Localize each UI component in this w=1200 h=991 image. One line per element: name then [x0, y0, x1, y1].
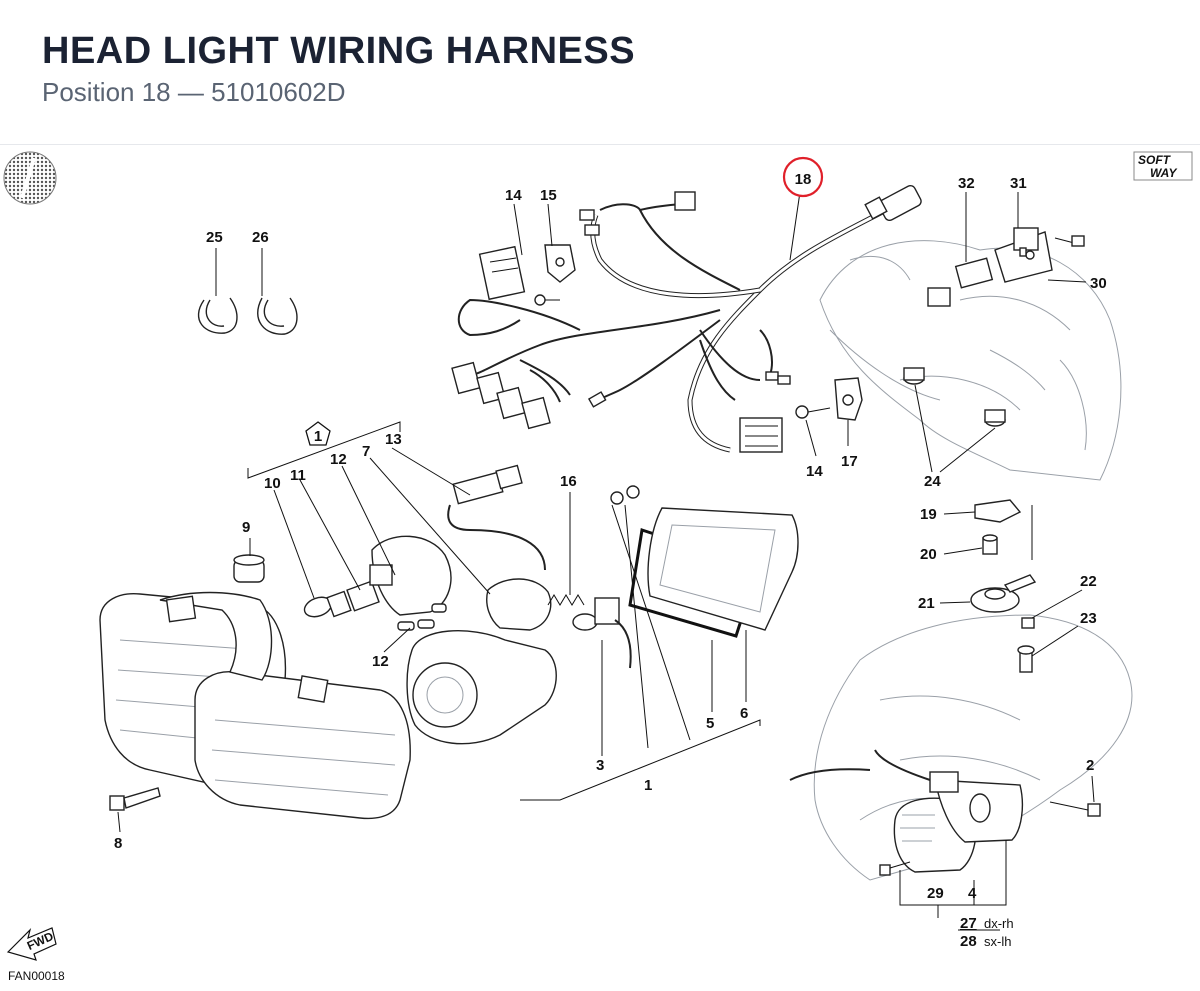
grommet-24-upper: [903, 367, 925, 385]
callout-2: 2: [1086, 757, 1094, 774]
variant-27-number: 27: [960, 915, 977, 932]
callout-12-lower: 12: [372, 653, 389, 670]
relay-bracket-30: [994, 231, 1085, 283]
callout-7: 7: [362, 443, 370, 460]
grommet-24-lower: [984, 409, 1006, 427]
variant-27-text: dx-rh: [984, 916, 1014, 931]
connector-holder-14: [478, 245, 560, 306]
callout-20: 20: [920, 546, 937, 563]
callout-12-upper: 12: [330, 451, 347, 468]
highlight-ring: [782, 156, 824, 198]
boot-9: [233, 554, 265, 583]
screw-2: [1049, 801, 1101, 817]
trim-frame-6: [647, 507, 799, 631]
headlight-housing-right: [194, 671, 411, 820]
drawing-code: FAN00018: [8, 969, 65, 983]
clip-19: [974, 499, 1022, 523]
callout-14-lower: 14: [806, 463, 823, 480]
cable-clamp-25: [197, 297, 238, 334]
callout-1: 1: [644, 777, 652, 794]
bulb-12: [397, 603, 447, 631]
bracket-17: [834, 377, 863, 421]
callout-13: 13: [385, 431, 402, 448]
forward-arrow-icon: FWD: [6, 927, 57, 961]
callout-31: 31: [1010, 175, 1027, 192]
variant-28-text: sx-lh: [984, 934, 1011, 949]
bulb-3: [572, 597, 632, 669]
callout-24: 24: [924, 473, 941, 490]
callout-21: 21: [918, 595, 935, 612]
callout-9: 9: [242, 519, 250, 536]
callout-25: 25: [206, 229, 223, 246]
callout-5: 5: [706, 715, 714, 732]
cover-7: [369, 535, 452, 616]
round-hatch-logo-icon: [3, 151, 57, 205]
callout-10: 10: [264, 475, 281, 492]
group-badge: [305, 421, 331, 446]
page-subtitle: Position 18 — 51010602D: [42, 77, 346, 107]
callout-14-upper: 14: [505, 187, 522, 204]
page-title: HEAD LIGHT WIRING HARNESS: [42, 30, 636, 72]
callout-30: 30: [1090, 275, 1107, 292]
bulb-10: [303, 590, 352, 618]
leader-lines: [117, 191, 1095, 931]
spring-16: [547, 594, 585, 606]
callout-15: 15: [540, 187, 557, 204]
cable-clamp-26: [257, 297, 298, 335]
projector-lens: [406, 630, 557, 745]
screw-14: [795, 405, 831, 419]
horn-21: [970, 574, 1037, 613]
connector-13: [447, 464, 546, 571]
header-divider: [0, 144, 1200, 145]
callout-29: 29: [927, 885, 944, 902]
callout-3: 3: [596, 757, 604, 774]
callout-8: 8: [114, 835, 122, 852]
callout-17: 17: [841, 453, 858, 470]
group-badge-label: 1: [314, 428, 322, 445]
bolt-8: [109, 787, 161, 811]
bracket-15: [544, 244, 576, 283]
page-header: HEAD LIGHT WIRING HARNESS Position 18 — …: [42, 28, 635, 108]
callout-4: 4: [968, 885, 977, 902]
bolt-23: [1017, 645, 1035, 673]
callout-32: 32: [958, 175, 975, 192]
socket-11: [346, 580, 380, 612]
wiring-harness: [451, 184, 922, 453]
callout-22: 22: [1080, 573, 1097, 590]
screw-20: [982, 534, 998, 555]
headlight-duct: [159, 591, 273, 681]
callout-16: 16: [560, 473, 577, 490]
callout-18: 18: [795, 171, 812, 188]
logo-text-top: SOFT: [1138, 153, 1172, 167]
callout-6: 6: [740, 705, 748, 722]
logo-text-bottom: WAY: [1150, 166, 1177, 180]
bulb-4: [969, 793, 991, 823]
callout-26: 26: [252, 229, 269, 246]
nut-22: [1021, 617, 1035, 629]
cover-7b: [486, 578, 552, 631]
callout-19: 19: [920, 506, 937, 523]
frame-outline: [819, 240, 1122, 481]
washer-pair: [610, 485, 640, 505]
screw-29: [879, 861, 911, 876]
relay-32: [927, 257, 994, 307]
callout-11: 11: [290, 467, 306, 484]
relay-31: [1013, 227, 1039, 257]
softway-logo: SOFT WAY: [1133, 151, 1193, 181]
callout-23: 23: [1080, 610, 1097, 627]
variant-28-number: 28: [960, 933, 977, 950]
